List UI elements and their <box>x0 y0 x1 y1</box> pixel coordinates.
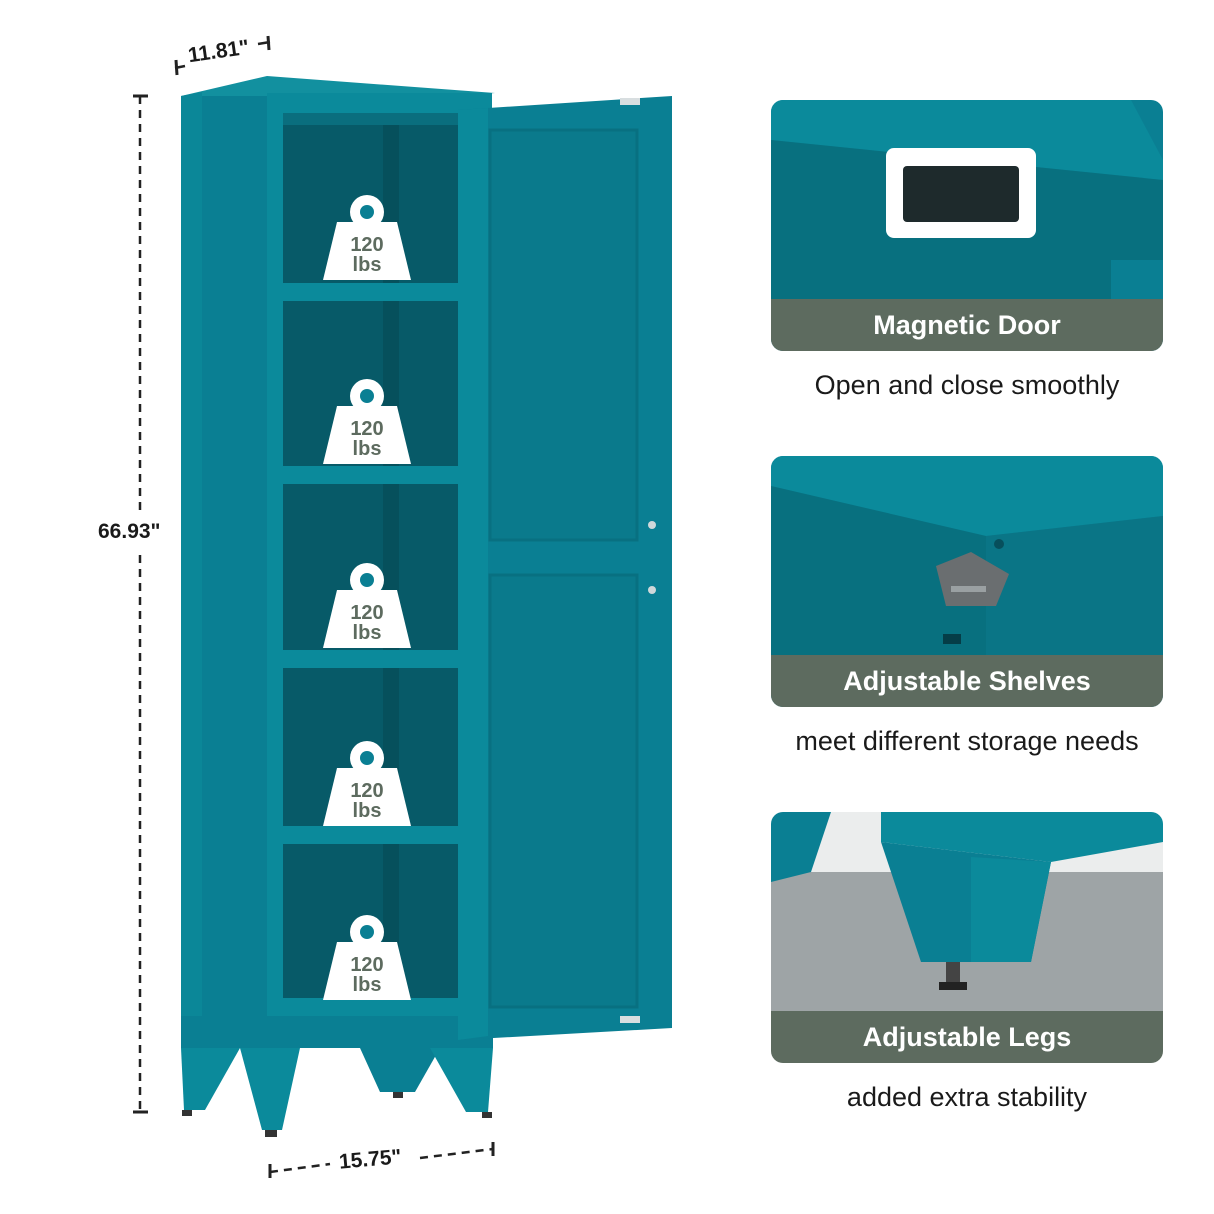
weight-badge: 120 lbs <box>323 738 411 828</box>
weight-unit: lbs <box>352 438 382 460</box>
weight-value: 120 <box>350 602 384 624</box>
feature-card-magnetic-door: Magnetic Door <box>771 100 1163 351</box>
weight-icon <box>323 563 411 648</box>
feature-description: added extra stability <box>846 1082 1088 1112</box>
weight-unit: lbs <box>352 254 382 276</box>
weight-unit: lbs <box>352 622 382 644</box>
weight-value: 120 <box>350 780 384 802</box>
weight-unit: lbs <box>352 800 382 822</box>
cabinet-illustration: 11.81" 66.93" 15.75" <box>98 35 672 1178</box>
weight-badge: 120 lbs <box>323 560 411 650</box>
feature-title: Adjustable Shelves <box>771 655 1163 707</box>
weight-badge: 120 lbs <box>323 376 411 466</box>
weight-badge: 120 lbs <box>323 192 411 282</box>
feature-title: Adjustable Legs <box>771 1011 1163 1063</box>
dimension-lines <box>133 35 495 1178</box>
feature-title: Magnetic Door <box>771 299 1163 351</box>
weight-value: 120 <box>350 418 384 440</box>
weight-value: 120 <box>350 954 384 976</box>
weight-badge: 120 lbs <box>323 912 411 1002</box>
weight-icon <box>323 379 411 464</box>
feature-card-adjustable-legs: Adjustable Legs <box>771 812 1163 1063</box>
height-label: 66.93" <box>98 520 161 543</box>
weight-icon <box>323 195 411 280</box>
weight-value: 120 <box>350 234 384 256</box>
feature-description: meet different storage needs <box>795 726 1139 756</box>
weight-icon <box>323 741 411 826</box>
feature-card-adjustable-shelves: Adjustable Shelves <box>771 456 1163 707</box>
weight-unit: lbs <box>352 974 382 996</box>
weight-icon <box>323 915 411 1000</box>
feature-description: Open and close smoothly <box>814 370 1120 400</box>
